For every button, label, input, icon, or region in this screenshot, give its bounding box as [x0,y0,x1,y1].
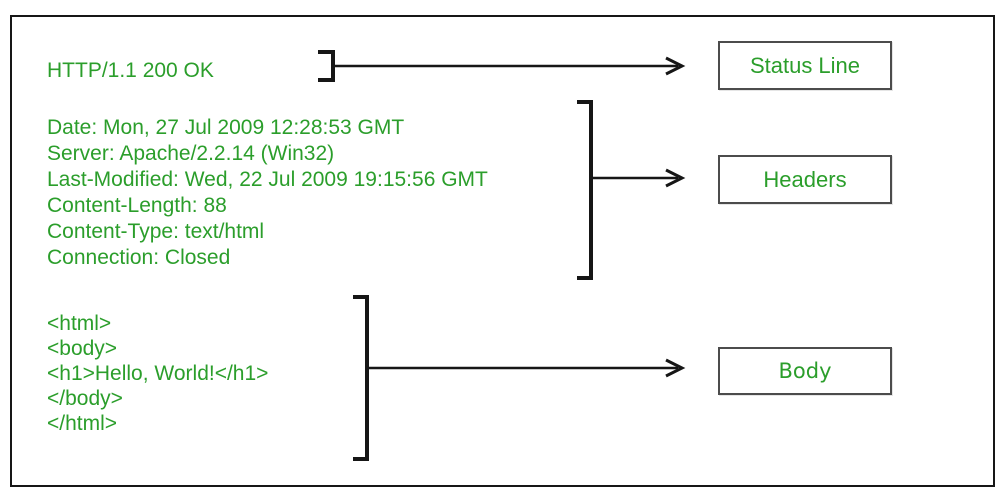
header-line-last-modified: Last-Modified: Wed, 22 Jul 2009 19:15:56… [47,168,488,191]
body-label-box: Body [718,347,892,395]
headers-label: Headers [763,166,847,192]
body-line-html-close: </html> [47,412,118,435]
http-body-block: <html> <body> <h1>Hello, World!</h1> </b… [47,311,268,436]
header-line-date: Date: Mon, 27 Jul 2009 12:28:53 GMT [47,116,405,139]
header-line-content-type: Content-Type: text/html [47,220,265,243]
body-line-body-close: </body> [47,387,123,410]
headers-label-box: Headers [718,155,892,204]
status-line-label-box: Status Line [718,41,892,90]
header-line-content-length: Content-Length: 88 [47,194,227,217]
status-line-label: Status Line [749,52,861,78]
body-line-body-open: <body> [47,337,118,360]
body-label: Body [778,359,832,383]
body-line-h1: <h1>Hello, World!</h1> [47,362,269,385]
header-line-connection: Connection: Closed [47,246,231,269]
http-status-line-text: HTTP/1.1 200 OK [47,59,214,82]
body-line-html-open: <html> [47,312,112,335]
header-line-server: Server: Apache/2.2.14 (Win32) [47,142,335,165]
diagram-frame [10,15,995,487]
http-headers-block: Date: Mon, 27 Jul 2009 12:28:53 GMT Serv… [47,115,488,271]
